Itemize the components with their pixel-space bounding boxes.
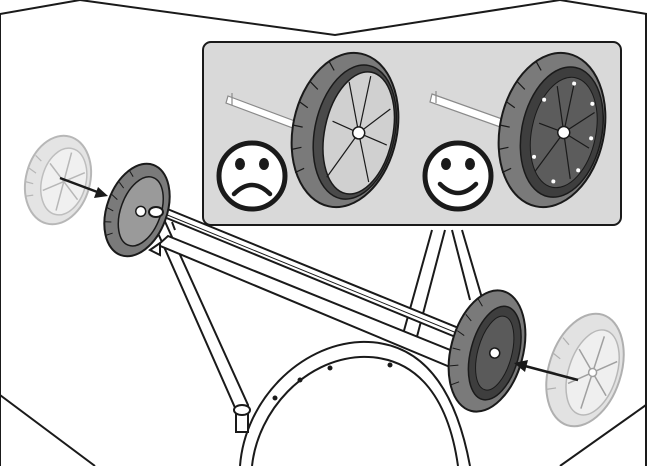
faded-wheel-right: [533, 304, 637, 437]
happy-face-icon: [425, 143, 491, 209]
sad-face-icon: [219, 143, 285, 209]
frame-post-cap: [149, 207, 163, 217]
faded-wheel-left: [15, 128, 100, 231]
right-wheel: [436, 282, 538, 420]
